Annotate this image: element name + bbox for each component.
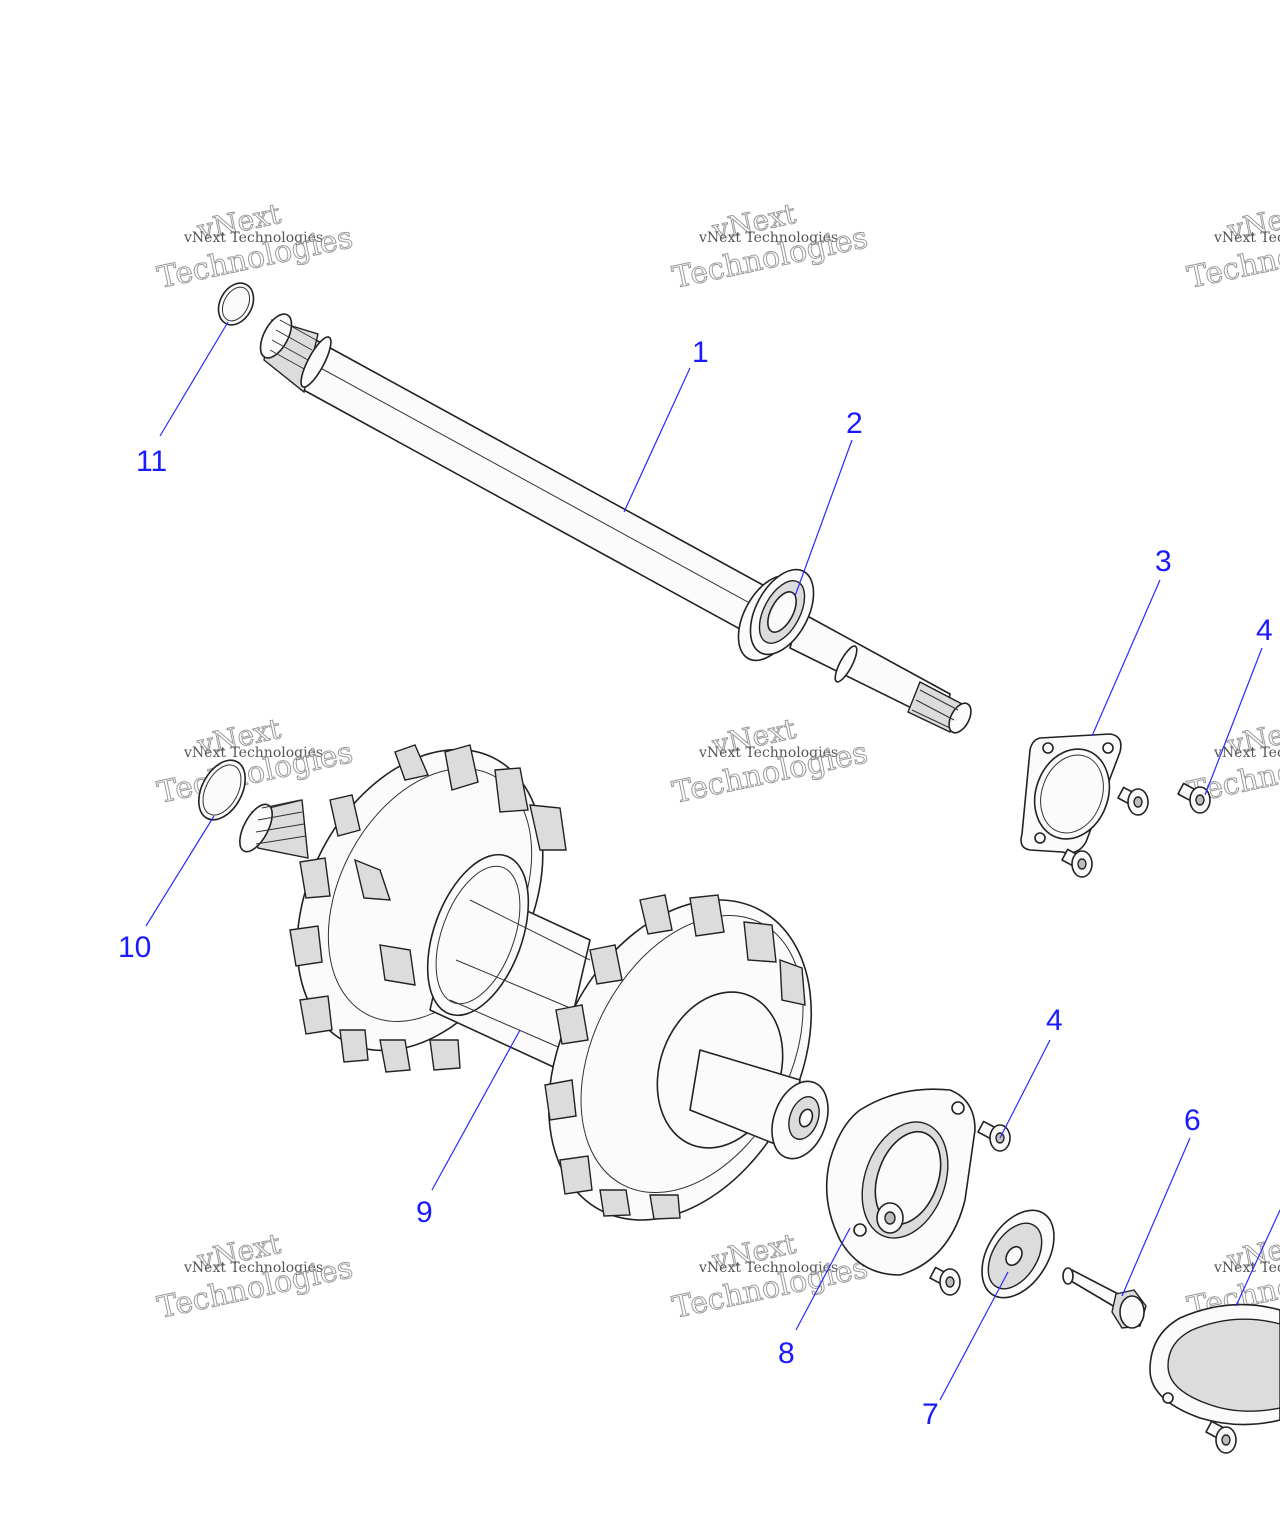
screw-lower-2[interactable] [929, 1266, 961, 1296]
callout-6: 6 [1184, 1104, 1201, 1137]
part-3-gasket[interactable] [1020, 733, 1122, 854]
callout-8: 8 [778, 1337, 795, 1370]
watermark-7: vNext vNext Technologies Technologies [154, 1226, 356, 1326]
callout-10: 10 [118, 931, 151, 964]
watermark-3: vNext vNext Technologies Technologies [1184, 196, 1280, 296]
screw-upper-3[interactable] [1061, 848, 1093, 878]
part-8-bearing-housing[interactable] [825, 1088, 976, 1276]
left-sprocket-teeth [289, 744, 567, 1073]
right-sprocket-teeth [544, 894, 806, 1220]
callout-labels: 1 2 3 4 4 6 7 8 9 10 11 [118, 336, 1273, 1431]
leader-11 [159, 321, 229, 437]
callout-1: 1 [692, 336, 709, 369]
svg-text:vNext Technologies: vNext Technologies [183, 230, 323, 246]
part-11-o-ring[interactable] [212, 277, 261, 331]
watermark-4: vNext vNext Technologies Technologies [154, 711, 356, 811]
leader-1 [623, 367, 691, 513]
leader-4a [1204, 647, 1263, 796]
callout-11: 11 [136, 445, 167, 478]
watermark-1: vNext vNext Technologies Technologies [154, 196, 356, 296]
svg-text:vNext Technologies: vNext Technologies [698, 230, 838, 246]
part-6-bolt[interactable] [1062, 1267, 1147, 1329]
part-2-bearing[interactable] [725, 559, 826, 671]
leader-3 [1091, 579, 1161, 737]
svg-text:vNext Technologies: vNext Technologies [1213, 1260, 1280, 1276]
screw-upper-1[interactable] [1117, 786, 1149, 816]
watermark-5: vNext vNext Technologies Technologies [669, 711, 871, 811]
svg-text:vNext Technologies: vNext Technologies [698, 1260, 838, 1276]
part-4-screw-upper-group[interactable] [1061, 782, 1211, 878]
callout-4-lower: 4 [1046, 1004, 1063, 1037]
part-end-cap[interactable] [1149, 1303, 1280, 1426]
leader-2 [794, 439, 853, 597]
callout-7: 7 [922, 1398, 939, 1431]
svg-text:vNext Technologies: vNext Technologies [1213, 745, 1280, 761]
svg-text:vNext Technologies: vNext Technologies [1213, 230, 1280, 246]
callout-4-upper: 4 [1256, 614, 1273, 647]
callout-9: 9 [416, 1196, 433, 1229]
part-9-drive-sprocket-assembly[interactable] [233, 707, 864, 1265]
leader-8 [795, 1227, 851, 1331]
screw-upper-2[interactable] [1177, 782, 1211, 814]
leader-6 [1121, 1137, 1191, 1297]
leader-5-partial [1235, 1209, 1280, 1307]
leader-10 [145, 815, 215, 927]
callout-2: 2 [846, 407, 863, 440]
svg-text:vNext Technologies: vNext Technologies [698, 745, 838, 761]
housing-bolt-head[interactable] [876, 1202, 904, 1234]
leader-lines [145, 321, 1280, 1401]
leader-4b [999, 1039, 1051, 1139]
part-1-drive-shaft[interactable] [254, 309, 975, 736]
part-7-washer[interactable] [967, 1197, 1069, 1310]
part-10-o-ring[interactable] [189, 752, 254, 827]
leader-7 [939, 1271, 1009, 1401]
part-4-screw-lower-group[interactable] [929, 1120, 1237, 1454]
svg-text:vNext Technologies: vNext Technologies [183, 1260, 323, 1276]
leader-9 [431, 1029, 521, 1191]
svg-text:vNext Technologies: vNext Technologies [183, 745, 323, 761]
screw-lower-1[interactable] [977, 1120, 1011, 1152]
screw-lower-3[interactable] [1205, 1420, 1237, 1454]
callout-3: 3 [1155, 545, 1172, 578]
watermark-2: vNext vNext Technologies Technologies [669, 196, 871, 296]
